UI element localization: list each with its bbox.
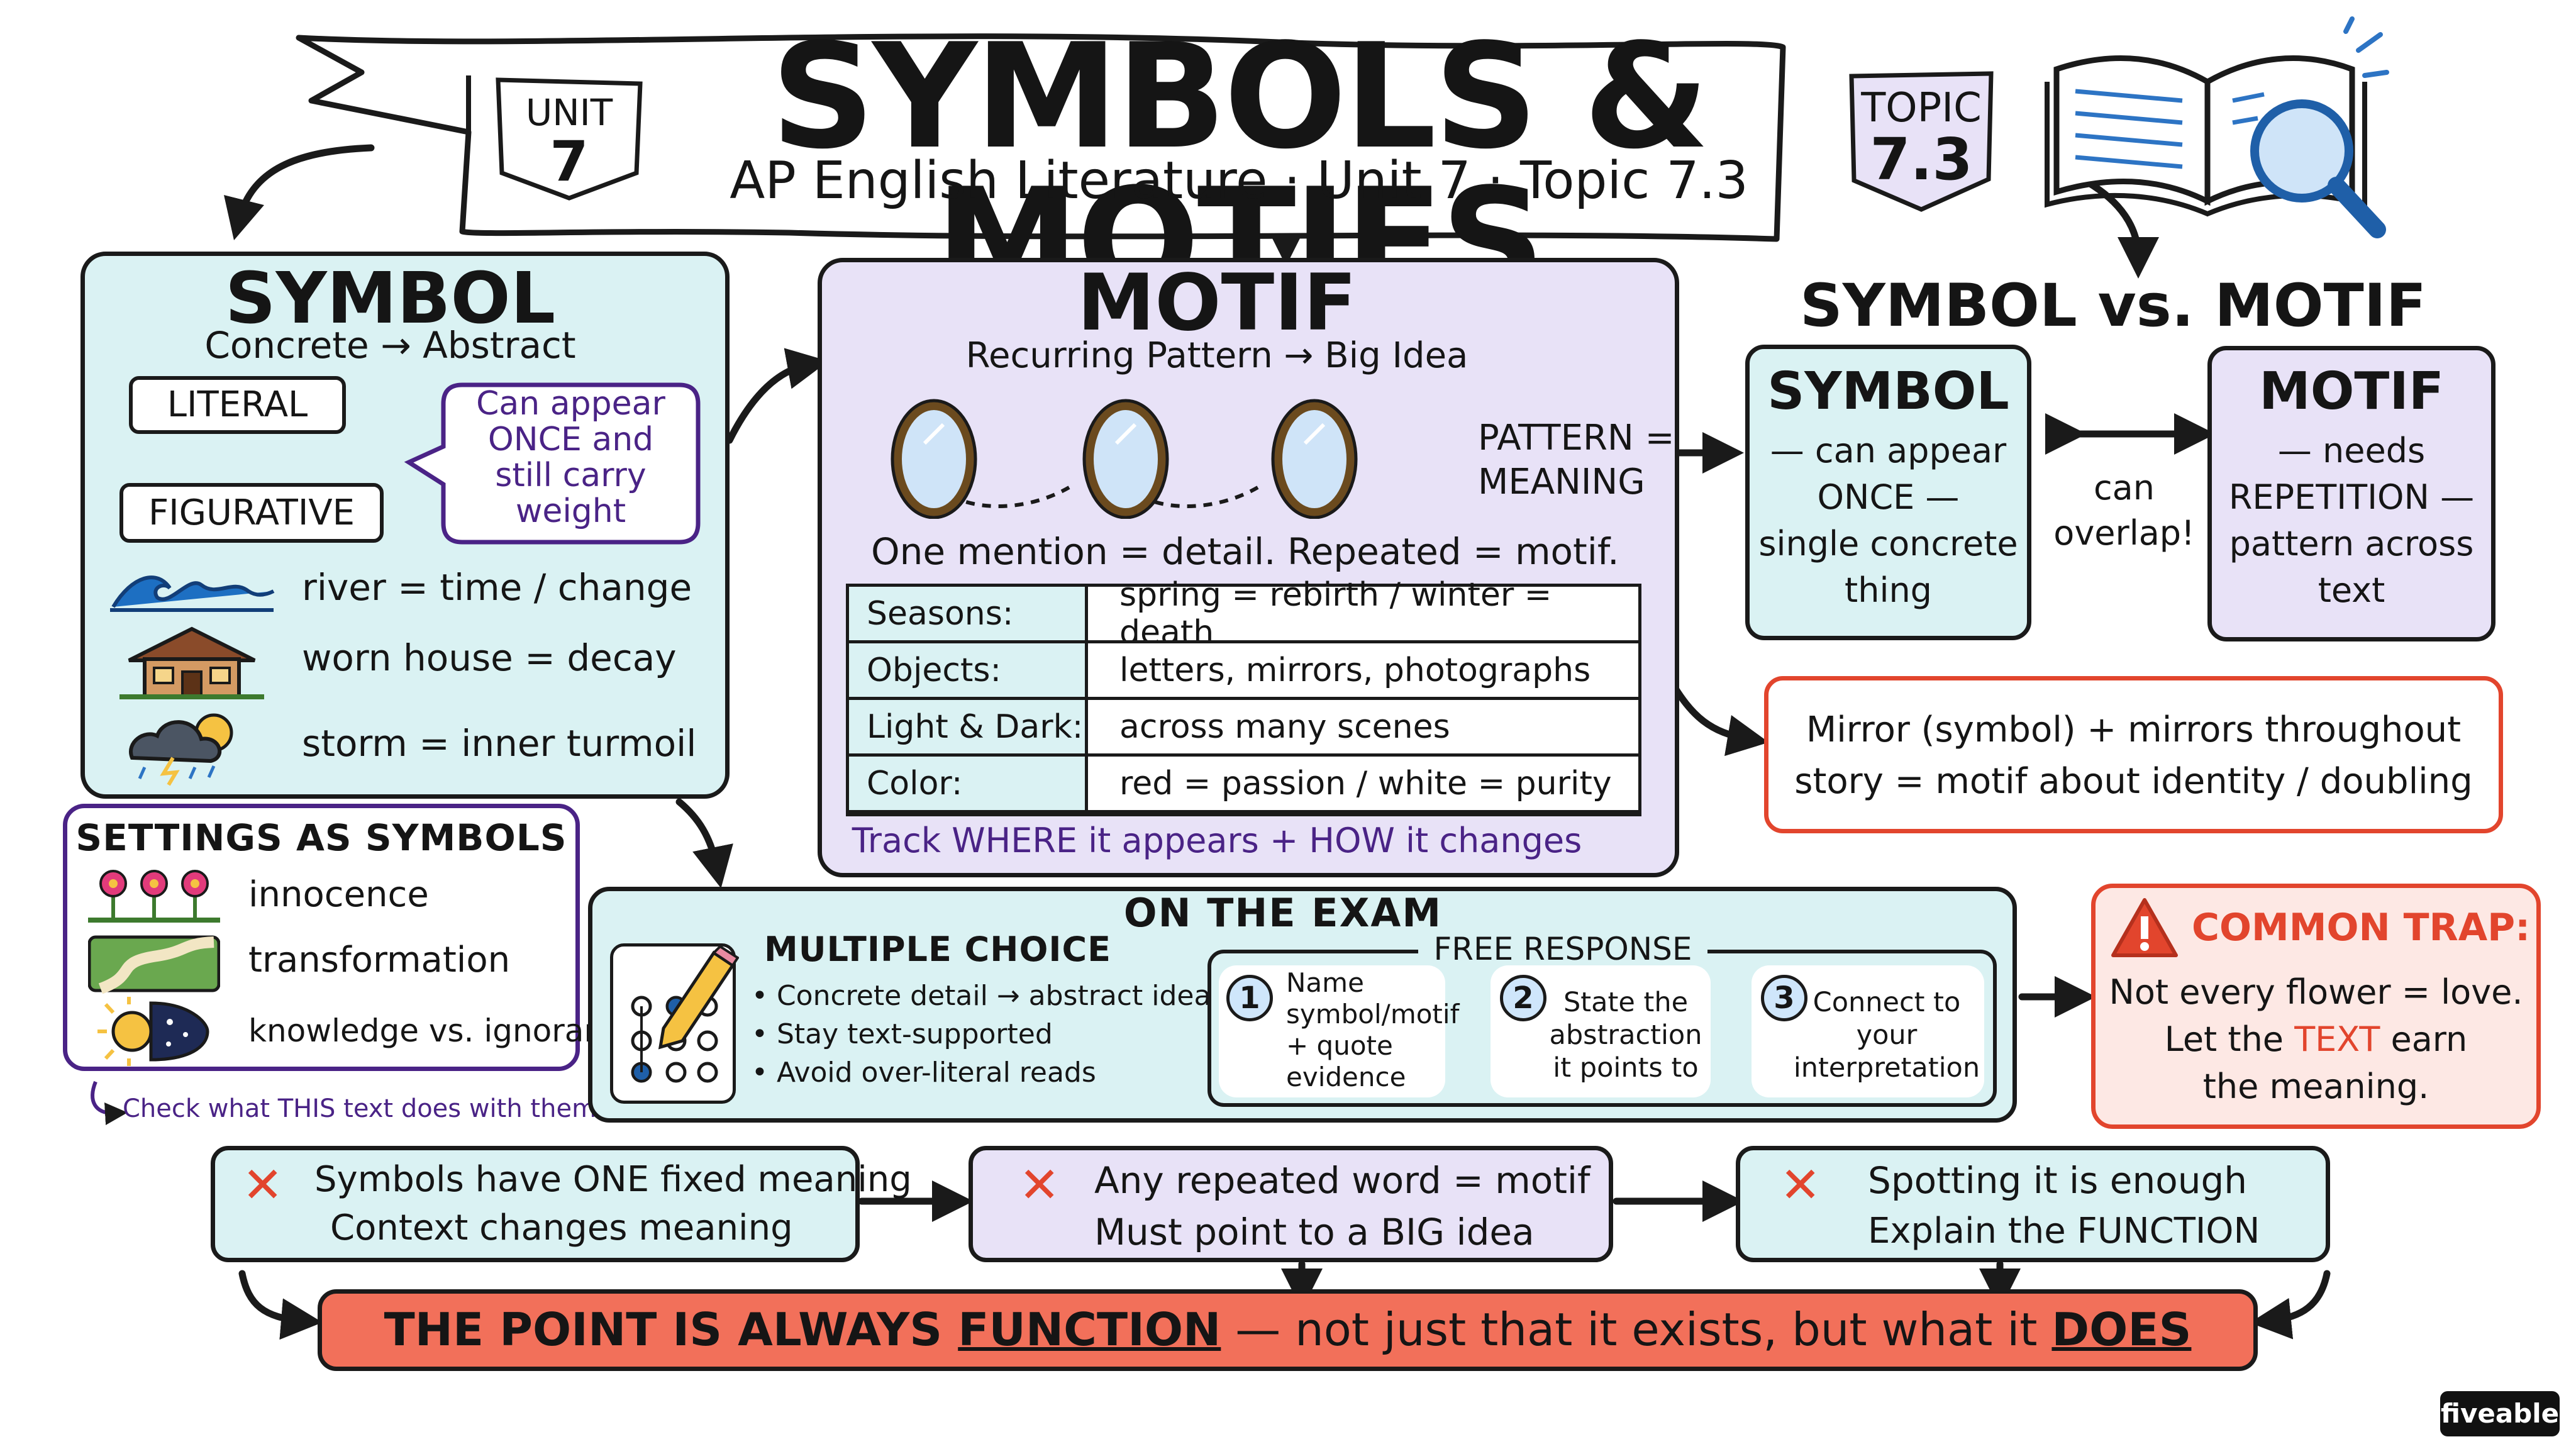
motif-row-label: Light & Dark: — [846, 697, 1088, 757]
fr-title: FREE RESPONSE — [1418, 931, 1707, 967]
motif-rule: One mention = detail. Repeated = motif. — [871, 530, 1619, 573]
storm-icon — [129, 713, 233, 786]
step-2-number: 2 — [1500, 975, 1546, 1021]
misconception-1-right: Context changes meaning — [330, 1208, 793, 1248]
trap-panel — [2091, 884, 2541, 1129]
compare-symbol-title: SYMBOL — [1767, 362, 2009, 421]
motif-row-value: spring = rebirth / winter = death — [1085, 576, 1641, 652]
symbol-subtitle: Concrete → Abstract — [204, 324, 576, 367]
brand-logo: fiveable — [2440, 1391, 2560, 1436]
setting-transformation: transformation — [248, 940, 511, 980]
literal-label: LITERAL — [129, 376, 346, 434]
misconception-3 — [1736, 1146, 2330, 1262]
compare-motif-box — [2207, 346, 2496, 641]
compare-symbol-box — [1745, 345, 2031, 640]
compare-motif-title: MOTIF — [2259, 362, 2444, 421]
motif-row-value: letters, mirrors, photographs — [1085, 640, 1641, 700]
trap-text: Not every flower = love. Let the TEXT ea… — [2109, 972, 2523, 1106]
example-house: worn house = decay — [302, 636, 677, 679]
house-icon — [119, 626, 264, 699]
misconception-2 — [969, 1146, 1613, 1262]
title-banner — [296, 33, 1786, 242]
motif-subtitle: Recurring Pattern → Big Idea — [965, 335, 1468, 376]
misconception-1-wrong: Symbols have ONE fixed meaning — [314, 1159, 912, 1200]
misconception-2-right: Must point to a BIG idea — [1094, 1211, 1535, 1253]
mirrors-icon — [891, 399, 1358, 519]
compare-title: SYMBOL vs. MOTIF — [1800, 272, 2426, 340]
mc-title: MULTIPLE CHOICE — [764, 930, 1111, 969]
wave-icon — [110, 575, 275, 612]
misconception-3-right: Explain the FUNCTION — [1868, 1211, 2260, 1252]
trap-title: COMMON TRAP: — [2192, 906, 2531, 950]
motif-row-label: Seasons: — [846, 584, 1088, 643]
motif-title: MOTIF — [1077, 258, 1357, 348]
motif-row-label: Color: — [846, 753, 1088, 813]
motif-row-value: across many scenes — [1085, 697, 1641, 757]
setting-knowledge: knowledge vs. ignorance — [248, 1013, 641, 1049]
warning-icon — [2111, 898, 2178, 957]
bottom-banner — [318, 1289, 2258, 1371]
flowers-icon — [88, 870, 220, 923]
figurative-label: FIGURATIVE — [119, 483, 384, 543]
speech-bubble — [404, 382, 701, 545]
topic-number: 7.3 — [1870, 126, 1973, 193]
banner-text: THE POINT IS ALWAYS FUNCTION — not just … — [384, 1303, 2192, 1356]
exam-title: ON THE EXAM — [1123, 890, 1443, 936]
answer-sheet-icon — [610, 943, 740, 1104]
unit-label: UNIT — [525, 91, 613, 134]
example-river: river = time / change — [302, 566, 692, 609]
setting-innocence: innocence — [248, 874, 429, 915]
mc-list: • Concrete detail → abstract idea• Stay … — [752, 980, 1211, 1089]
book-magnifier-icon — [2045, 16, 2389, 238]
sun-moon-icon — [97, 997, 209, 1066]
wrong-x-icon: ✕ — [242, 1157, 284, 1214]
misconception-3-wrong: Spotting it is enough — [1868, 1159, 2248, 1202]
settings-note: Check what THIS text does with them — [123, 1094, 597, 1123]
motif-footer: Track WHERE it appears + HOW it changes — [852, 821, 1582, 860]
step-3-number: 3 — [1761, 975, 1807, 1021]
misconception-1 — [211, 1146, 860, 1262]
wrong-x-icon: ✕ — [1780, 1157, 1821, 1214]
symbol-title: SYMBOL — [225, 258, 556, 340]
unit-number: 7 — [550, 129, 589, 194]
unit-badge: UNIT 7 — [491, 72, 648, 204]
page-subtitle: AP English Literature · Unit 7 · Topic 7… — [730, 151, 1748, 211]
step-1-number: 1 — [1226, 975, 1273, 1021]
example-storm: storm = inner turmoil — [302, 722, 697, 765]
wrong-x-icon: ✕ — [1019, 1157, 1060, 1214]
topic-label: TOPIC — [1861, 85, 1982, 131]
settings-title: SETTINGS AS SYMBOLS — [75, 816, 567, 859]
pattern-meaning: PATTERN =MEANING — [1478, 418, 1675, 502]
path-icon — [88, 935, 220, 994]
motif-row-label: Objects: — [846, 640, 1088, 700]
misconception-2-wrong: Any repeated word = motif — [1094, 1159, 1591, 1202]
motif-row-value: red = passion / white = purity — [1085, 753, 1641, 813]
topic-badge: TOPIC 7.3 — [1843, 66, 2000, 217]
